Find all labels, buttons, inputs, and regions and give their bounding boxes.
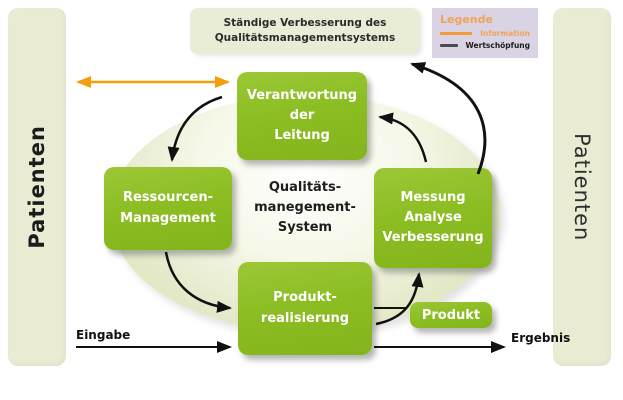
box-leadership-responsibility: Verantwortung der Leitung bbox=[237, 72, 367, 160]
input-label: Eingabe bbox=[76, 328, 131, 342]
box-resource-management: Ressourcen- Management bbox=[104, 167, 232, 250]
box-measurement-analysis-improvement: Messung Analyse Verbesserung bbox=[374, 168, 492, 268]
legend-item-information: Information bbox=[440, 29, 530, 38]
information-arrow-swatch bbox=[440, 32, 473, 35]
box-product: Produkt bbox=[410, 302, 492, 328]
legend-title: Legende bbox=[440, 13, 493, 26]
patients-bar-left: Patienten bbox=[8, 8, 66, 366]
legend-item-wertschoepfung: Wertschöpfung bbox=[440, 41, 530, 50]
output-label: Ergebnis bbox=[511, 331, 571, 345]
legend-item-information-label: Information bbox=[480, 29, 530, 38]
value-creation-arrow-swatch bbox=[440, 44, 458, 47]
patients-bar-right-label: Patienten bbox=[570, 132, 594, 242]
patients-bar-left-label: Patienten bbox=[25, 125, 49, 249]
qm-system-label: Qualitäts- manegement- System bbox=[254, 180, 356, 236]
legend-item-wertschoepfung-label: Wertschöpfung bbox=[465, 41, 530, 50]
box-product-realization: Produkt- realisierung bbox=[238, 262, 372, 355]
continuous-improvement-box: Ständige Verbesserung des Qualitätsmanag… bbox=[190, 8, 420, 54]
patients-bar-right: Patienten bbox=[553, 8, 611, 366]
legend: Legende Information Wertschöpfung bbox=[432, 8, 538, 58]
